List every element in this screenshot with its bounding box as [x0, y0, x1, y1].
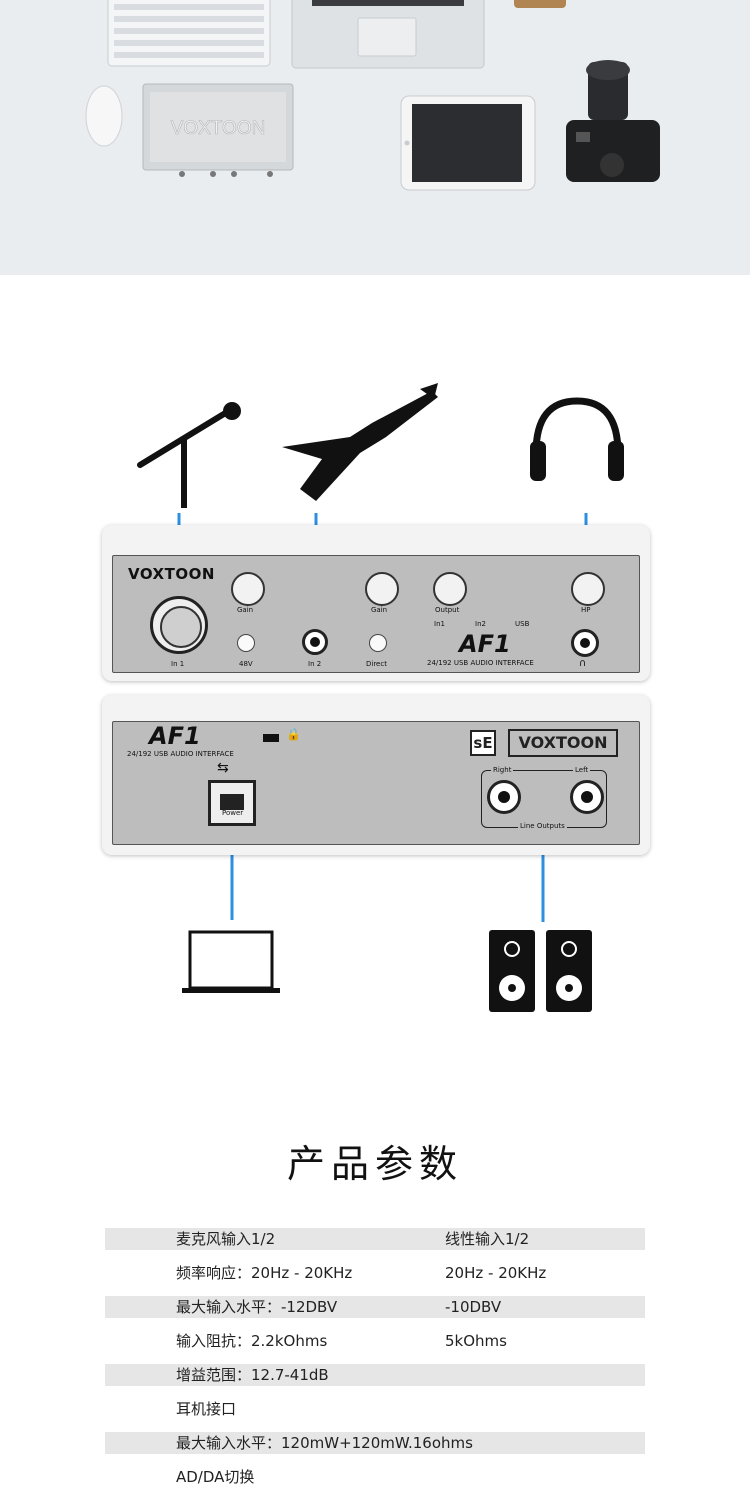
keyboard-icon	[107, 0, 271, 67]
label-in2: In 2	[308, 660, 322, 668]
usb-port[interactable]	[208, 780, 256, 826]
phone-icon	[514, 0, 566, 8]
table-row: AD/DA切换	[105, 1466, 645, 1488]
label-left: Left	[573, 766, 591, 774]
headphone-symbol-icon: ∩	[579, 658, 587, 669]
spec-value: -10DBV	[445, 1298, 502, 1316]
connection-diagram: VOXTOON In 1 Gain Gain Output HP 48V In …	[0, 275, 750, 1075]
table-row: 频率响应：20Hz - 20KHz 20Hz - 20KHz	[105, 1262, 645, 1284]
table-row: 最大输入水平：120mW+120mW.16ohms	[105, 1432, 645, 1454]
se-logo: sE	[470, 730, 496, 756]
headphones-icon	[530, 397, 624, 481]
laptop-top-icon	[291, 0, 485, 69]
lock-icon: 🔒	[286, 727, 301, 741]
spec-value: 5kOhms	[445, 1332, 507, 1350]
spec-label: 麦克风输入1/2	[176, 1230, 276, 1248]
label-direct: Direct	[366, 660, 387, 668]
spec-label: 最大输入水平：-12DBV	[176, 1298, 338, 1316]
48v-button[interactable]	[237, 634, 255, 652]
laptop-icon	[182, 930, 280, 993]
usb-symbol-icon: ⇆	[217, 760, 229, 776]
spec-label: 频率响应：20Hz - 20KHz	[176, 1264, 353, 1282]
headphone-jack[interactable]	[571, 629, 599, 657]
table-row: 最大输入水平：-12DBV -10DBV	[105, 1296, 645, 1318]
spec-value: 20Hz - 20KHz	[445, 1264, 547, 1282]
gain-knob-2[interactable]	[365, 572, 399, 606]
back-model: AF1	[149, 722, 201, 750]
label-hp: HP	[581, 606, 591, 614]
hero-banner: VOXTOON	[0, 0, 750, 275]
back-brand: VOXTOON	[508, 729, 618, 757]
audio-interface-icon	[142, 83, 294, 177]
spec-label: 输入阻抗：2.2kOhms	[176, 1332, 328, 1350]
table-row: 增益范围：12.7-41dB	[105, 1364, 645, 1386]
tablet-icon	[400, 95, 536, 191]
right-output-jack[interactable]	[487, 780, 521, 814]
front-model: AF1	[459, 630, 511, 658]
back-panel-face: AF1 24/192 USB AUDIO INTERFACE 🔒 sE VOXT…	[112, 721, 640, 845]
label-output: Output	[435, 606, 460, 614]
front-subtitle: 24/192 USB AUDIO INTERFACE	[427, 659, 534, 667]
camera-icon	[566, 60, 660, 182]
guitar-icon	[282, 383, 438, 501]
mouse-icon	[85, 85, 123, 147]
hp-knob[interactable]	[571, 572, 605, 606]
kensington-slot-icon	[263, 734, 279, 742]
label-gain-1: Gain	[237, 606, 254, 614]
device-brand-text: VOXTOON	[171, 118, 266, 139]
specs-title: 产品参数	[286, 1142, 463, 1186]
label-in1: In 1	[171, 660, 185, 668]
table-row: 耳机接口	[105, 1398, 645, 1420]
back-subtitle: 24/192 USB AUDIO INTERFACE	[127, 750, 234, 758]
spec-label: AD/DA切换	[176, 1468, 255, 1486]
label-mix-in1: In1	[434, 620, 445, 628]
microphone-icon	[137, 402, 241, 508]
label-mix-usb: USB	[515, 620, 530, 628]
front-panel: VOXTOON In 1 Gain Gain Output HP 48V In …	[102, 525, 650, 681]
spec-label: 耳机接口	[176, 1400, 237, 1418]
direct-button[interactable]	[369, 634, 387, 652]
front-panel-face: VOXTOON In 1 Gain Gain Output HP 48V In …	[112, 555, 640, 673]
label-48v: 48V	[239, 660, 253, 668]
label-gain-2: Gain	[371, 606, 388, 614]
label-power: Power	[222, 809, 244, 817]
desk-illustration: VOXTOON	[85, 0, 660, 191]
spec-label: 增益范围：12.7-41dB	[176, 1366, 329, 1384]
xlr-input-jack[interactable]	[150, 596, 208, 654]
front-brand: VOXTOON	[128, 565, 215, 583]
output-knob[interactable]	[433, 572, 467, 606]
table-row: 麦克风输入1/2 线性输入1/2	[105, 1228, 645, 1250]
label-right: Right	[491, 766, 514, 774]
spec-label: 最大输入水平：120mW+120mW.16ohms	[176, 1434, 473, 1452]
gain-knob-1[interactable]	[231, 572, 265, 606]
speakers-icon	[489, 930, 592, 1012]
in2-jack[interactable]	[302, 629, 328, 655]
table-row: 输入阻抗：2.2kOhms 5kOhms	[105, 1330, 645, 1352]
left-output-jack[interactable]	[570, 780, 604, 814]
specs-table: 麦克风输入1/2 线性输入1/2 频率响应：20Hz - 20KHz 20Hz …	[105, 1228, 645, 1500]
label-mix-in2: In2	[475, 620, 486, 628]
label-line-outputs: Line Outputs	[518, 822, 567, 830]
spec-value: 线性输入1/2	[445, 1230, 530, 1248]
back-panel: AF1 24/192 USB AUDIO INTERFACE 🔒 sE VOXT…	[102, 695, 650, 855]
